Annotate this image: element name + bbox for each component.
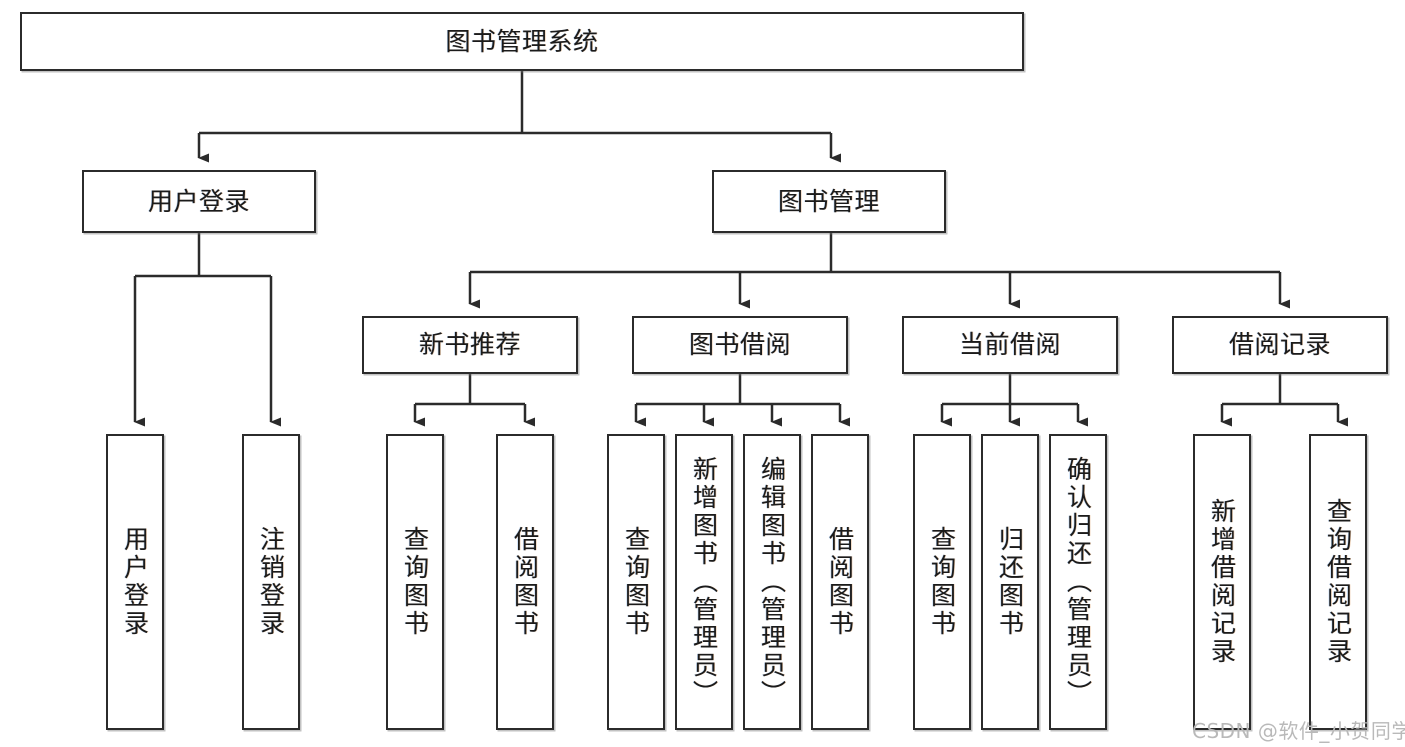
leaf-borrow-record-query[interactable]: 查询借阅记录: [1309, 434, 1367, 730]
leaf-book-borrow-borrow-label: 借阅图书: [825, 526, 855, 638]
leaf-book-borrow-edit[interactable]: 编辑图书（管理员）: [743, 434, 801, 730]
node-root-label: 图书管理系统: [445, 26, 599, 56]
node-user-login-label: 用户登录: [147, 186, 250, 216]
node-current-borrow-label: 当前借阅: [958, 330, 1061, 359]
leaf-borrow-record-add-label: 新增借阅记录: [1207, 498, 1237, 666]
leaf-book-borrow-query[interactable]: 查询图书: [607, 434, 665, 730]
leaf-borrow-record-add[interactable]: 新增借阅记录: [1193, 434, 1251, 730]
leaf-new-book-query-label: 查询图书: [400, 526, 430, 638]
leaf-book-borrow-edit-label: 编辑图书（管理员）: [757, 456, 787, 708]
node-current-borrow[interactable]: 当前借阅: [902, 316, 1118, 374]
node-new-book-recommend-label: 新书推荐: [418, 330, 521, 359]
node-user-login[interactable]: 用户登录: [82, 170, 316, 233]
leaf-current-borrow-confirm-label: 确认归还（管理员）: [1063, 456, 1093, 708]
leaf-new-book-query[interactable]: 查询图书: [386, 434, 444, 730]
leaf-new-book-borrow[interactable]: 借阅图书: [496, 434, 554, 730]
csdn-watermark: CSDN @软件_小贺同学: [1192, 719, 1405, 743]
node-book-management-label: 图书管理: [777, 186, 880, 216]
leaf-book-borrow-add-label: 新增图书（管理员）: [689, 456, 719, 708]
leaf-current-borrow-query[interactable]: 查询图书: [913, 434, 971, 730]
leaf-user-login-logout-label: 注销登录: [256, 526, 286, 638]
node-book-borrow[interactable]: 图书借阅: [632, 316, 848, 374]
leaf-current-borrow-confirm[interactable]: 确认归还（管理员）: [1049, 434, 1107, 730]
leaf-borrow-record-query-label: 查询借阅记录: [1323, 498, 1353, 666]
leaf-user-login-login-label: 用户登录: [120, 526, 150, 638]
node-root[interactable]: 图书管理系统: [20, 12, 1024, 71]
leaf-book-borrow-add[interactable]: 新增图书（管理员）: [675, 434, 733, 730]
leaf-user-login-logout[interactable]: 注销登录: [242, 434, 300, 730]
node-borrow-record[interactable]: 借阅记录: [1172, 316, 1388, 374]
node-borrow-record-label: 借阅记录: [1228, 330, 1331, 359]
leaf-current-borrow-return-label: 归还图书: [995, 526, 1025, 638]
leaf-current-borrow-query-label: 查询图书: [927, 526, 957, 638]
leaf-user-login-login[interactable]: 用户登录: [106, 434, 164, 730]
node-book-management[interactable]: 图书管理: [712, 170, 946, 233]
node-new-book-recommend[interactable]: 新书推荐: [362, 316, 578, 374]
leaf-book-borrow-query-label: 查询图书: [621, 526, 651, 638]
node-book-borrow-label: 图书借阅: [688, 330, 791, 359]
leaf-current-borrow-return[interactable]: 归还图书: [981, 434, 1039, 730]
leaf-new-book-borrow-label: 借阅图书: [510, 526, 540, 638]
leaf-book-borrow-borrow[interactable]: 借阅图书: [811, 434, 869, 730]
